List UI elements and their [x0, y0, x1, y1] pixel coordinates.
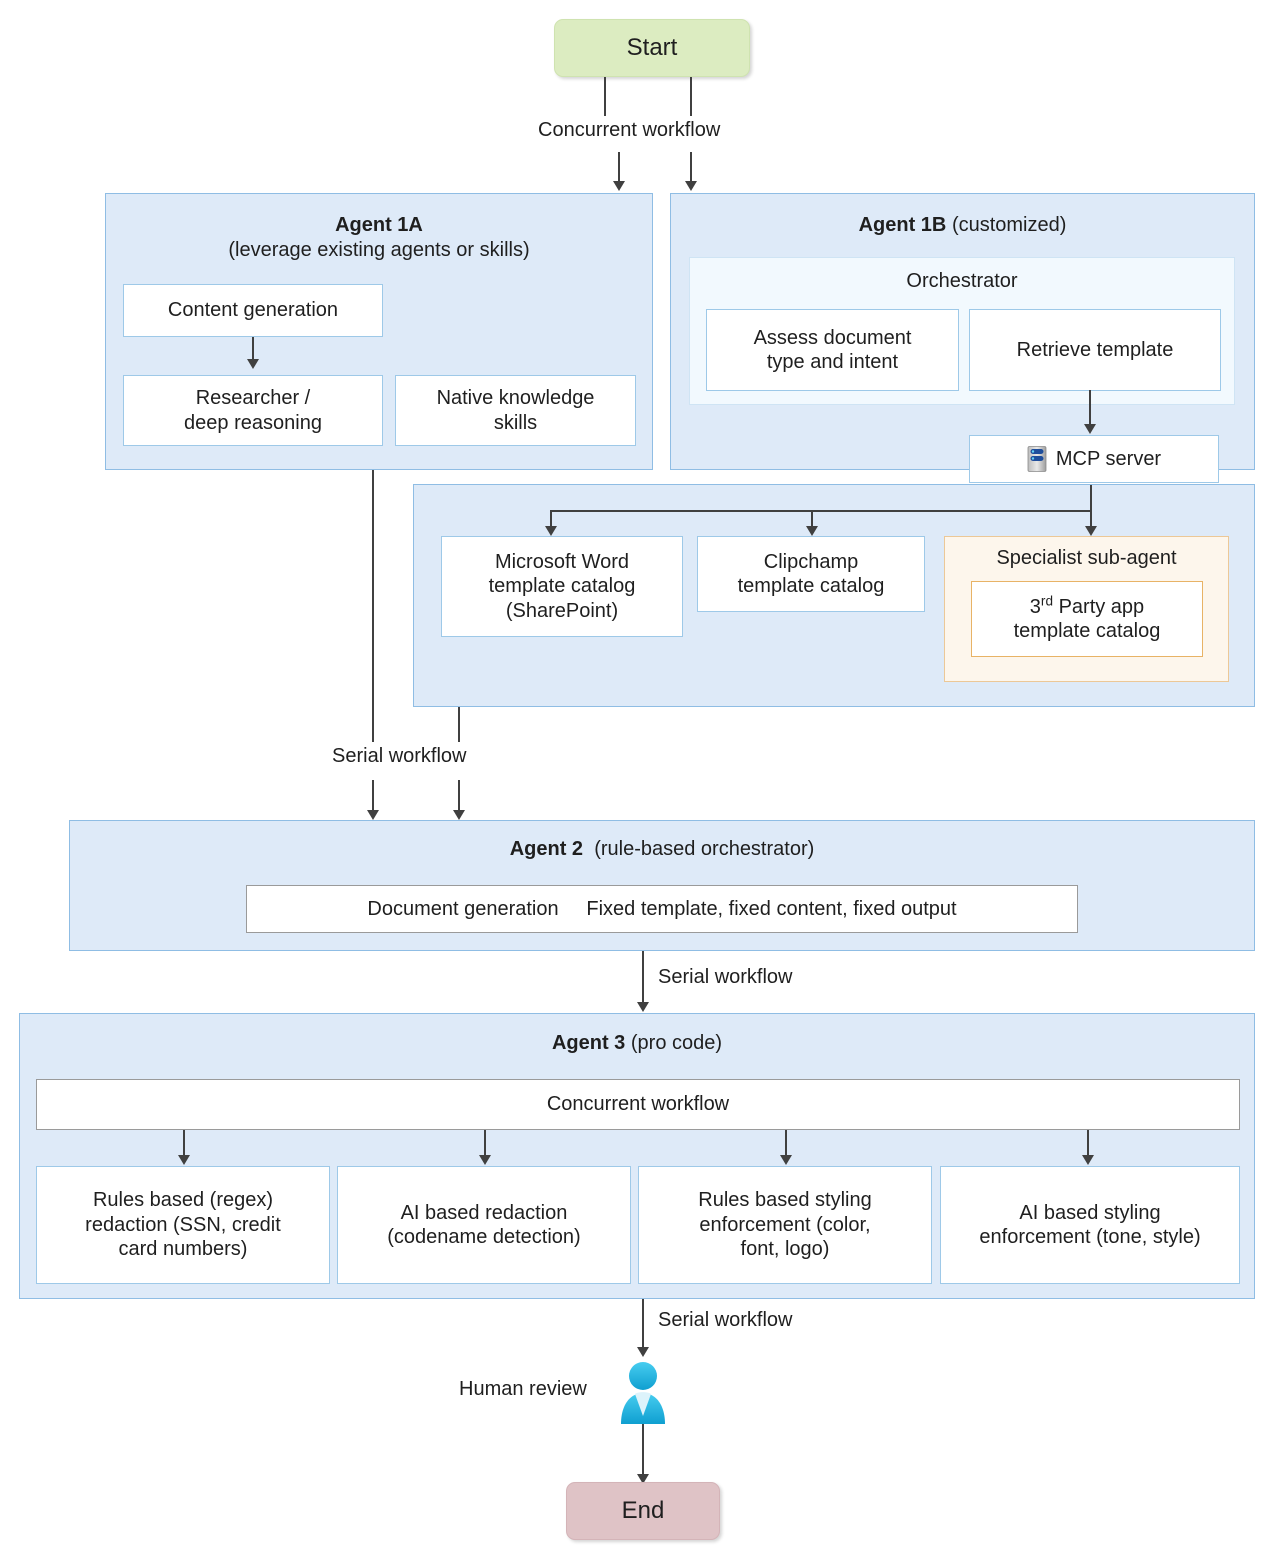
agent-1a-subtitle: (leverage existing agents or skills): [228, 239, 530, 261]
agent-3-title-bold: Agent 3: [551, 1032, 626, 1054]
specialist-sub-agent-panel: Specialist sub-agent 3rd Party app templ…: [944, 536, 1229, 682]
connector-catalog-bus: [550, 510, 1092, 512]
box-mcp-server[interactable]: MCP server: [969, 435, 1219, 483]
connector-agent3-to-review: [642, 1299, 644, 1351]
connector-mcp-down: [1090, 485, 1092, 511]
agent-3-panel: Agent 3 (pro code) Concurrent workflow R…: [19, 1013, 1255, 1299]
box-retrieve-template[interactable]: Retrieve template: [969, 309, 1221, 391]
agent-2-title-rest: (rule-based orchestrator): [594, 838, 815, 860]
agent-1a-panel: Agent 1A (leverage existing agents or sk…: [105, 193, 653, 470]
agent-3-title: Agent 3 (pro code): [20, 1031, 1254, 1056]
specialist-sub-agent-label: Specialist sub-agent: [996, 547, 1177, 569]
orchestrator-panel: Orchestrator Assess document type and in…: [689, 257, 1235, 405]
connector-bus-to-specialist: [1090, 510, 1092, 530]
box-clipchamp-template-catalog[interactable]: Clipchamp template catalog: [697, 536, 925, 612]
box-third-party-template-catalog[interactable]: 3rd Party app template catalog: [971, 581, 1203, 657]
arrowhead-cw-to-box2: [479, 1155, 491, 1165]
template-catalog-panel: Microsoft Word template catalog (SharePo…: [413, 484, 1255, 707]
arrowhead-cw-to-box4: [1082, 1155, 1094, 1165]
arrowhead-agent3-to-review: [637, 1347, 649, 1357]
arrowhead-to-specialist: [1085, 526, 1097, 536]
orchestrator-label: Orchestrator: [906, 270, 1018, 292]
connector-agent1a-to-agent2: [372, 780, 374, 813]
connector-bus-to-word: [550, 510, 552, 530]
box-word-template-catalog[interactable]: Microsoft Word template catalog (SharePo…: [441, 536, 683, 637]
arrowhead-to-word-catalog: [545, 526, 557, 536]
third-party-prefix: 3: [1029, 595, 1041, 618]
arrowhead-to-clipchamp-catalog: [806, 526, 818, 536]
box-ai-based-redaction[interactable]: AI based redaction (codename detection): [337, 1166, 631, 1284]
end-label: End: [621, 1497, 665, 1524]
connector-agent2-to-agent3: [642, 951, 644, 1006]
box-document-generation-row[interactable]: Document generation Fixed template, fixe…: [246, 885, 1078, 933]
agent-1a-title-bold: Agent 1A: [335, 214, 423, 236]
box-researcher-deep-reasoning[interactable]: Researcher / deep reasoning: [123, 375, 383, 446]
arrowhead-agent2-to-agent3: [637, 1002, 649, 1012]
connector-catalogs-down: [458, 707, 460, 742]
box-ai-based-styling-enforcement[interactable]: AI based styling enforcement (tone, styl…: [940, 1166, 1240, 1284]
agent-2-title: Agent 2 (rule-based orchestrator): [70, 837, 1254, 862]
agent-2-title-bold: Agent 2: [509, 838, 584, 860]
connector-contentgen-to-researcher: [252, 337, 254, 363]
connector-catalogs-to-agent2: [458, 780, 460, 813]
connector-bus-to-clipchamp: [811, 510, 813, 530]
arrowhead-cw-to-box1: [178, 1155, 190, 1165]
end-node[interactable]: End: [566, 1482, 720, 1540]
box-rules-based-styling-enforcement[interactable]: Rules based styling enforcement (color, …: [638, 1166, 932, 1284]
agent-2-panel: Agent 2 (rule-based orchestrator) Docume…: [69, 820, 1255, 951]
connector-cw-to-box4: [1087, 1130, 1089, 1159]
connector-to-agent1b: [690, 152, 692, 184]
third-party-ordinal: rd: [1040, 592, 1054, 608]
connector-retrieve-to-mcp: [1089, 390, 1091, 428]
connector-to-agent1a: [618, 152, 620, 184]
arrowhead-catalogs-to-agent2: [453, 810, 465, 820]
arrowhead-to-agent1a: [613, 181, 625, 191]
box-assess-document-type[interactable]: Assess document type and intent: [706, 309, 959, 391]
connector-review-to-end: [642, 1424, 644, 1478]
third-party-catalog-label: 3rd Party app template catalog: [1013, 592, 1161, 644]
mcp-server-label: MCP server: [1055, 447, 1162, 470]
agent-3-title-rest: (pro code): [630, 1032, 723, 1054]
arrowhead-to-agent1b: [685, 181, 697, 191]
start-node[interactable]: Start: [554, 19, 750, 77]
server-icon: [1027, 446, 1047, 472]
third-party-rest: Party app template catalog: [1013, 595, 1161, 642]
label-concurrent-workflow-top: Concurrent workflow: [538, 119, 721, 141]
connector-cw-to-box1: [183, 1130, 185, 1159]
connector-start-left-stub: [604, 77, 606, 116]
connector-cw-to-box2: [484, 1130, 486, 1159]
box-rules-based-regex-redaction[interactable]: Rules based (regex) redaction (SSN, cred…: [36, 1166, 330, 1284]
agent-1b-title: Agent 1B (customized): [671, 213, 1254, 238]
agent-1b-title-rest: (customized): [951, 214, 1067, 236]
connector-start-right-stub: [690, 77, 692, 116]
box-concurrent-workflow[interactable]: Concurrent workflow: [36, 1079, 1240, 1130]
arrowhead-review-to-end: [637, 1474, 649, 1484]
agent-1b-title-bold: Agent 1B: [858, 214, 947, 236]
connector-cw-to-box3: [785, 1130, 787, 1159]
arrowhead-agent1a-to-agent2: [367, 810, 379, 820]
agent-1a-title: Agent 1A (leverage existing agents or sk…: [106, 213, 652, 263]
label-serial-workflow-agent3-review: Serial workflow: [658, 1309, 793, 1331]
person-icon: [615, 1360, 671, 1424]
arrowhead-cw-to-box3: [780, 1155, 792, 1165]
start-label: Start: [626, 34, 678, 61]
box-content-generation[interactable]: Content generation: [123, 284, 383, 337]
connector-agent1a-down: [372, 470, 374, 742]
arrowhead-retrieve-to-mcp: [1084, 424, 1096, 434]
label-human-review: Human review: [459, 1378, 587, 1400]
box-native-knowledge-skills[interactable]: Native knowledge skills: [395, 375, 636, 446]
label-serial-workflow-agent2-agent3: Serial workflow: [658, 966, 793, 988]
label-serial-workflow-to-agent2: Serial workflow: [332, 745, 467, 767]
arrowhead-contentgen-to-researcher: [247, 359, 259, 369]
agent-1b-panel: Agent 1B (customized) Orchestrator Asses…: [670, 193, 1255, 483]
